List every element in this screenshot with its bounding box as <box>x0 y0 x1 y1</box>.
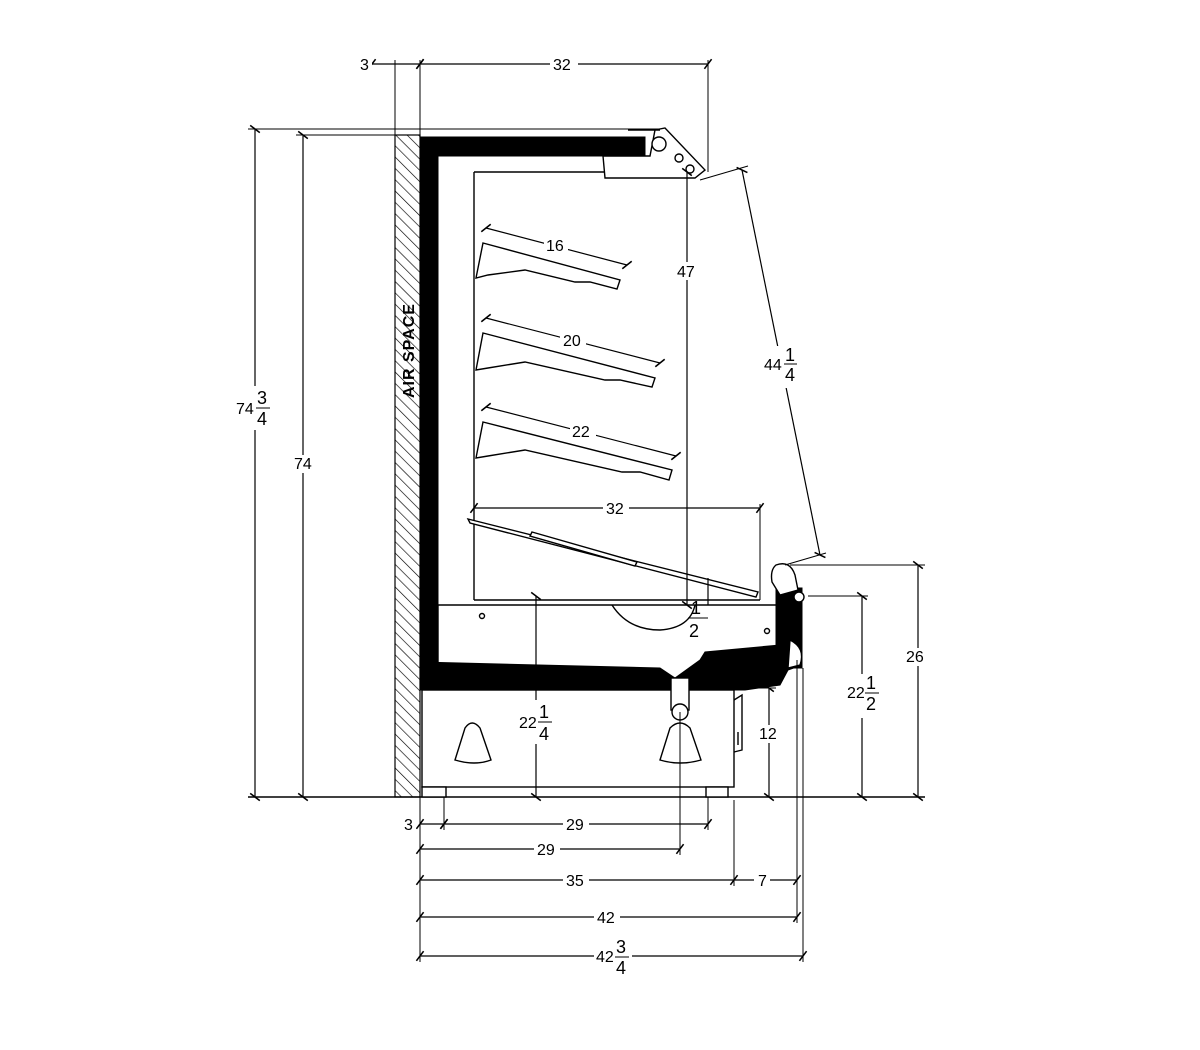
deck-pan <box>466 517 759 598</box>
dim-shelf-1: 16 <box>546 238 564 255</box>
front-bumper <box>770 563 805 669</box>
dim-front-height-whole: 22 <box>847 685 865 702</box>
dimension-labels: 3 32 74 3 4 74 16 20 22 47 44 1 4 32 1 <box>234 56 931 978</box>
dim-diag-whole: 44 <box>764 357 782 374</box>
dim-overall-height-num: 3 <box>257 388 267 408</box>
dim-base-height: 12 <box>759 726 777 743</box>
dim-deck-height-whole: 22 <box>519 715 537 732</box>
dim-bottom-42-whole: 42 <box>596 949 614 966</box>
dim-shelf-3: 22 <box>572 424 590 441</box>
wall-air-space: AIR SPACE <box>394 60 421 798</box>
dim-diag-num: 1 <box>785 345 795 365</box>
display-cavity <box>437 171 776 662</box>
dim-shelf-2: 20 <box>563 333 581 350</box>
dim-front-top-height: 26 <box>906 649 924 666</box>
dim-front-height-num: 1 <box>866 673 876 693</box>
dim-bottom-7: 7 <box>758 873 767 890</box>
dim-bottom-29-a: 29 <box>566 817 584 834</box>
dim-overall-height-whole: 74 <box>236 401 254 418</box>
dimension-lines <box>248 58 925 962</box>
dim-deck-depth: 32 <box>606 501 624 518</box>
case-base <box>421 677 743 798</box>
case-shell <box>419 136 803 691</box>
dim-bottom-29-b: 29 <box>537 842 555 859</box>
air-space-label: AIR SPACE <box>401 303 418 398</box>
dim-top-depth: 32 <box>553 57 571 74</box>
dim-deck-height-den: 4 <box>539 724 549 744</box>
dim-overall-height-den: 4 <box>257 409 267 429</box>
dim-bottom-42-den: 4 <box>616 958 626 978</box>
dim-half-den: 2 <box>689 621 699 641</box>
dim-bottom-gap: 3 <box>404 817 413 834</box>
canopy-light-housing <box>602 127 707 179</box>
dim-bottom-35: 35 <box>566 873 584 890</box>
dim-bottom-42: 42 <box>597 910 615 927</box>
dim-front-height-den: 2 <box>866 694 876 714</box>
dim-diag-den: 4 <box>785 365 795 385</box>
dim-top-wall-gap: 3 <box>360 57 369 74</box>
dim-inner-height: 74 <box>294 456 312 473</box>
dim-display-height: 47 <box>677 264 695 281</box>
dim-bottom-42-num: 3 <box>616 937 626 957</box>
dim-deck-height-num: 1 <box>539 702 549 722</box>
dim-half-num: 1 <box>691 598 701 618</box>
